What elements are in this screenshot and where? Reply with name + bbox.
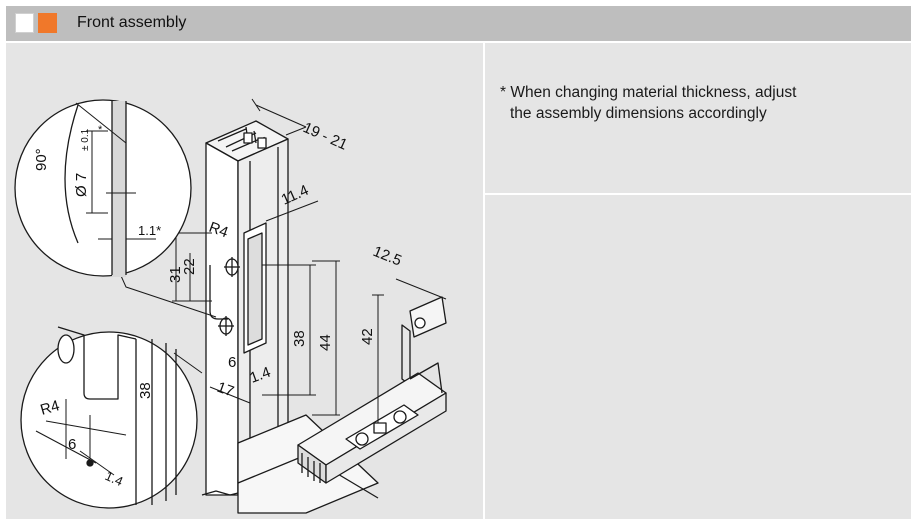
mounting-holes bbox=[209, 257, 240, 336]
dim-44: 44 bbox=[317, 334, 334, 351]
note-line-1: * When changing material thickness, adju… bbox=[500, 84, 797, 101]
header-bar: Front assembly bbox=[6, 6, 911, 41]
detail-tolerance: ± 0.1 bbox=[80, 128, 91, 151]
dim-6: 6 bbox=[228, 354, 236, 371]
dim-31: 31 bbox=[167, 266, 184, 283]
detail-diameter: Ø 7 bbox=[73, 173, 90, 197]
front-fitting bbox=[297, 296, 447, 484]
section-title: Front assembly bbox=[77, 14, 187, 31]
detail-6: 6 bbox=[68, 436, 76, 453]
dim-r4: R4 bbox=[207, 219, 231, 242]
detail-angle: 90° bbox=[33, 148, 50, 171]
detail-r4: R4 bbox=[38, 397, 61, 419]
detail-38: 38 bbox=[137, 382, 154, 399]
detail-star: * bbox=[98, 124, 103, 136]
dim-1-4: 1.4 bbox=[248, 364, 273, 387]
detail-circle-bottom bbox=[20, 326, 198, 509]
white-swatch-icon bbox=[15, 13, 34, 33]
detail-circle-top bbox=[14, 99, 192, 277]
dim-12-5: 12.5 bbox=[371, 243, 404, 270]
vertical-divider bbox=[483, 43, 485, 519]
dim-17: 17 bbox=[215, 379, 236, 401]
detail-1-4: 1.4 bbox=[103, 468, 126, 489]
orange-swatch-icon bbox=[38, 13, 57, 33]
note-line-2: the assembly dimensions accordingly bbox=[510, 105, 767, 122]
assembly-note: * When changing material thickness, adju… bbox=[500, 82, 890, 124]
dim-19-21: 19 - 21 bbox=[300, 119, 350, 154]
horizontal-divider bbox=[485, 193, 911, 195]
dim-38: 38 bbox=[291, 330, 308, 347]
front-assembly-drawing: 19 - 21 11.4 R4 31 22 38 44 6 17 1.4 12.… bbox=[14, 98, 447, 514]
detail-offset: 1.1* bbox=[138, 223, 161, 238]
dim-42: 42 bbox=[359, 328, 376, 345]
dim-22: 22 bbox=[181, 258, 198, 275]
